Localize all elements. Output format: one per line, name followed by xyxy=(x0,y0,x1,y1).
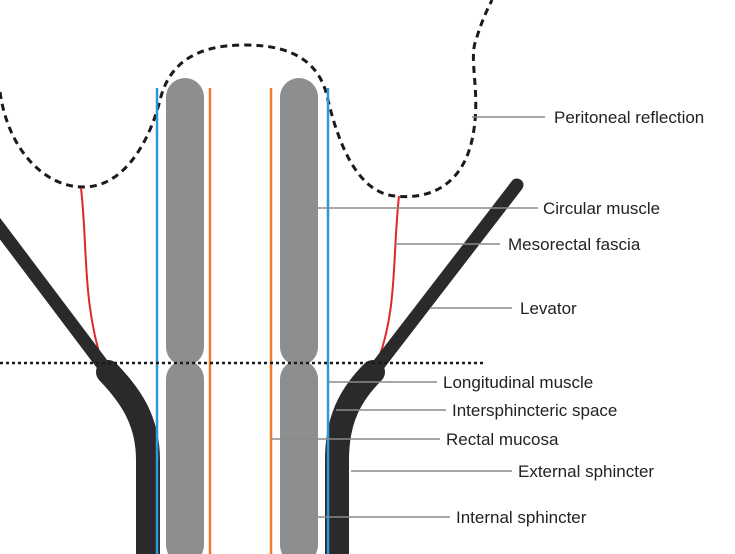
label-rectal-mucosa: Rectal mucosa xyxy=(446,430,559,449)
label-longitudinal-muscle: Longitudinal muscle xyxy=(443,373,593,392)
label-intersphincteric-space: Intersphincteric space xyxy=(452,401,617,420)
mesorectal-fascia-right xyxy=(375,195,400,367)
label-levator: Levator xyxy=(520,299,577,318)
circular-muscle-left xyxy=(166,78,204,366)
levator-right xyxy=(366,178,524,379)
circular-muscle-right xyxy=(280,78,318,366)
mesorectal-fascia-left xyxy=(80,187,104,367)
external-sphincter-left xyxy=(96,360,160,554)
label-internal-sphincter: Internal sphincter xyxy=(456,508,587,527)
label-peritoneal-reflection: Peritoneal reflection xyxy=(554,108,704,127)
label-external-sphincter: External sphincter xyxy=(518,462,654,481)
label-mesorectal-fascia: Mesorectal fascia xyxy=(508,235,641,254)
internal-sphincter-right xyxy=(280,360,318,554)
label-circular-muscle: Circular muscle xyxy=(543,199,660,218)
levator-left xyxy=(0,217,115,379)
peritoneal-reflection-line xyxy=(0,0,494,199)
external-sphincter-right xyxy=(325,360,385,554)
internal-sphincter-left xyxy=(166,360,204,554)
